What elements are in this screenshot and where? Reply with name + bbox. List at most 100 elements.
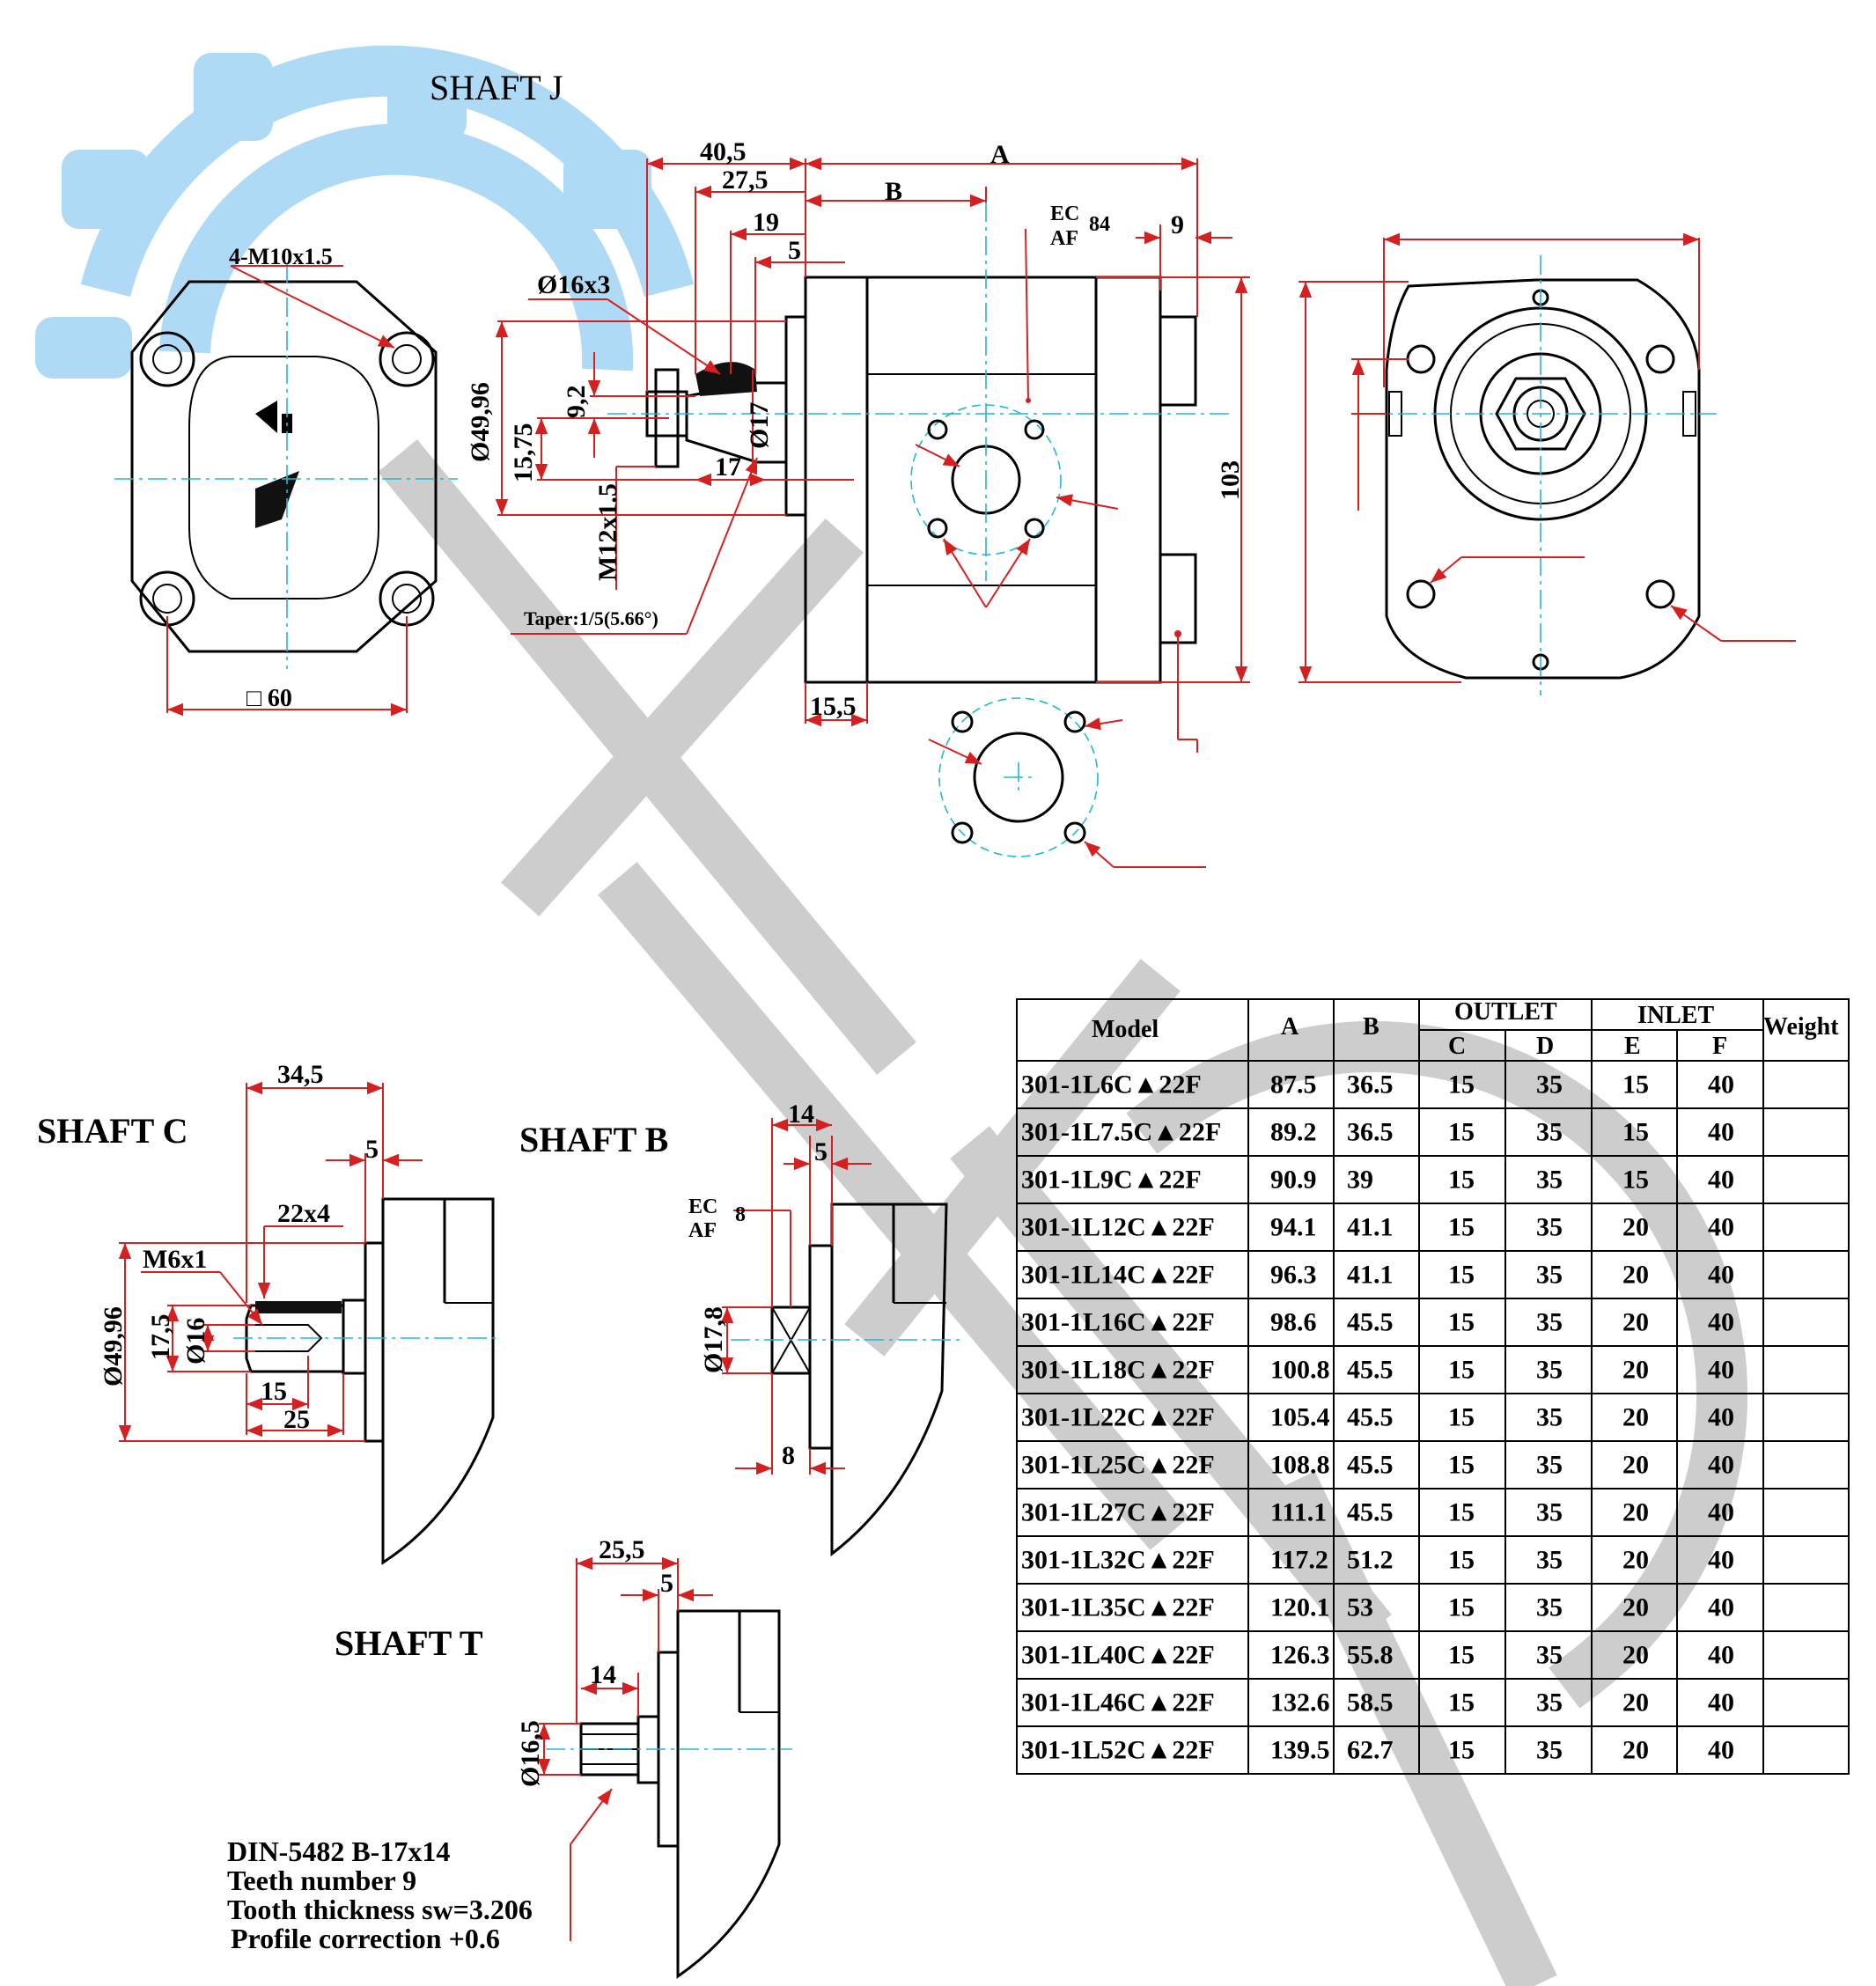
table-cell: 35 <box>1536 1261 1563 1290</box>
table-cell: 40 <box>1708 1498 1734 1527</box>
shaft-c-dim-25: 25 <box>283 1405 310 1434</box>
shaft-c-dim-17-5: 17,5 <box>146 1314 175 1361</box>
dim-b: B <box>885 177 902 206</box>
table-cell: 15 <box>1448 1356 1475 1385</box>
shaft-c-dim-5: 5 <box>365 1135 379 1164</box>
table-cell: 15 <box>1448 1070 1475 1100</box>
af-label: AF <box>1050 227 1078 250</box>
table-cell: 15 <box>1448 1261 1475 1290</box>
th-a: A <box>1281 1013 1299 1041</box>
table-cell: 15 <box>1448 1498 1475 1527</box>
table-cell: 20 <box>1622 1498 1649 1527</box>
table-cell: 36.5 <box>1347 1118 1394 1147</box>
table-cell-model: 301-1L40C▲22F <box>1021 1641 1215 1670</box>
shaft-t-view: SHAFT T 25,5 5 14 Ø16,5 DIN-5482 B-17x14… <box>227 1535 792 1979</box>
table-cell: 53 <box>1347 1593 1373 1622</box>
table-cell: 55.8 <box>1347 1641 1394 1670</box>
table-cell: 35 <box>1536 1593 1563 1622</box>
table-cell: 35 <box>1536 1403 1563 1432</box>
dim-dia-17: Ø17 <box>745 402 774 449</box>
table-cell: 35 <box>1536 1688 1563 1718</box>
outlet-port-c-d <box>910 202 1062 581</box>
top-dimensions: 40,5 27,5 19 5 A B EC AF 84 9 <box>646 137 1232 403</box>
spec-table: Model A B OUTLET INLET Weight C D E F 30… <box>1016 998 1850 1775</box>
table-cell-model: 301-1L27C▲22F <box>1021 1498 1215 1527</box>
table-cell: 40 <box>1708 1166 1734 1195</box>
dim-9-2: 9,2 <box>562 386 591 419</box>
ec-label: EC <box>1050 202 1079 225</box>
table-cell-model: 301-1L18C▲22F <box>1021 1356 1215 1385</box>
table-cell: 132.6 <box>1270 1688 1330 1718</box>
table-cell: 15 <box>1622 1166 1649 1195</box>
table-cell: 35 <box>1536 1356 1563 1385</box>
table-cell: 51.2 <box>1347 1546 1394 1575</box>
table-cell: 98.6 <box>1270 1308 1317 1337</box>
shaft-b-dim-8a: 8 <box>735 1203 746 1226</box>
shaft-c-dim-dia-49-96: Ø49,96 <box>99 1306 128 1387</box>
shaft-key <box>695 362 757 396</box>
table-cell: 58.5 <box>1347 1688 1394 1718</box>
table-cell: 20 <box>1622 1308 1649 1337</box>
table-cell: 15 <box>1622 1070 1649 1100</box>
table-cell-model: 301-1L35C▲22F <box>1021 1593 1215 1622</box>
table-cell: 40 <box>1708 1213 1734 1242</box>
table-cell-model: 301-1L16C▲22F <box>1021 1308 1215 1337</box>
table-cell-model: 301-1L32C▲22F <box>1021 1546 1215 1575</box>
table-cell-model: 301-1L25C▲22F <box>1021 1451 1215 1480</box>
table-cell: 40 <box>1708 1261 1734 1290</box>
table-cell-model: 301-1L7.5C▲22F <box>1021 1118 1221 1147</box>
front-flange-view: 4-M10x1.5 □ 60 <box>114 244 458 717</box>
th-model: Model <box>1092 1016 1159 1043</box>
table-cell: 40 <box>1708 1593 1734 1622</box>
shaft-b-title: SHAFT B <box>519 1120 668 1159</box>
table-cell: 40 <box>1708 1641 1734 1670</box>
table-cell: 20 <box>1622 1688 1649 1718</box>
table-cell: 41.1 <box>1347 1261 1394 1290</box>
table-cell: 15 <box>1448 1736 1475 1765</box>
table-cell: 40 <box>1708 1356 1734 1385</box>
shaft-c-dim-dia-16: Ø16 <box>181 1318 210 1364</box>
inlet-port-e-f <box>928 697 1206 868</box>
shaft-c-dim-15: 15 <box>261 1377 287 1406</box>
table-cell: 20 <box>1622 1403 1649 1432</box>
dim-15-5: 15,5 <box>810 692 857 721</box>
shaft-c-key <box>255 1301 342 1313</box>
shaft-b-dim-14: 14 <box>788 1100 814 1129</box>
dim-9: 9 <box>1171 210 1184 239</box>
table-cell: 139.5 <box>1270 1736 1330 1765</box>
brand-logo-icon <box>255 471 299 528</box>
table-cell: 15 <box>1622 1118 1649 1147</box>
table-cell: 126.3 <box>1270 1641 1330 1670</box>
table-cell: 96.3 <box>1270 1261 1317 1290</box>
dim-103: 103 <box>1216 460 1245 500</box>
dim-square-60: □ 60 <box>246 685 292 712</box>
table-cell: 20 <box>1622 1736 1649 1765</box>
shaft-t-dim-5: 5 <box>660 1569 673 1598</box>
table-cell-model: 301-1L14C▲22F <box>1021 1261 1215 1290</box>
table-cell: 40 <box>1708 1118 1734 1147</box>
table-cell: 35 <box>1536 1213 1563 1242</box>
table-cell-model: 301-1L52C▲22F <box>1021 1736 1215 1765</box>
th-e: E <box>1624 1033 1641 1060</box>
shaft-j-title: SHAFT J <box>430 68 563 107</box>
table-cell: 20 <box>1622 1213 1649 1242</box>
dim-84: 84 <box>1089 213 1110 236</box>
table-cell: 35 <box>1536 1308 1563 1337</box>
table-cell: 15 <box>1448 1118 1475 1147</box>
table-cell: 40 <box>1708 1688 1734 1718</box>
table-cell: 20 <box>1622 1593 1649 1622</box>
shaft-c-key-label: 22x4 <box>277 1199 330 1228</box>
table-cell: 15 <box>1448 1166 1475 1195</box>
dim-17: 17 <box>715 452 741 482</box>
th-inlet: INLET <box>1637 1002 1714 1029</box>
th-weight: Weight <box>1763 1013 1839 1041</box>
dim-19: 19 <box>753 208 779 237</box>
